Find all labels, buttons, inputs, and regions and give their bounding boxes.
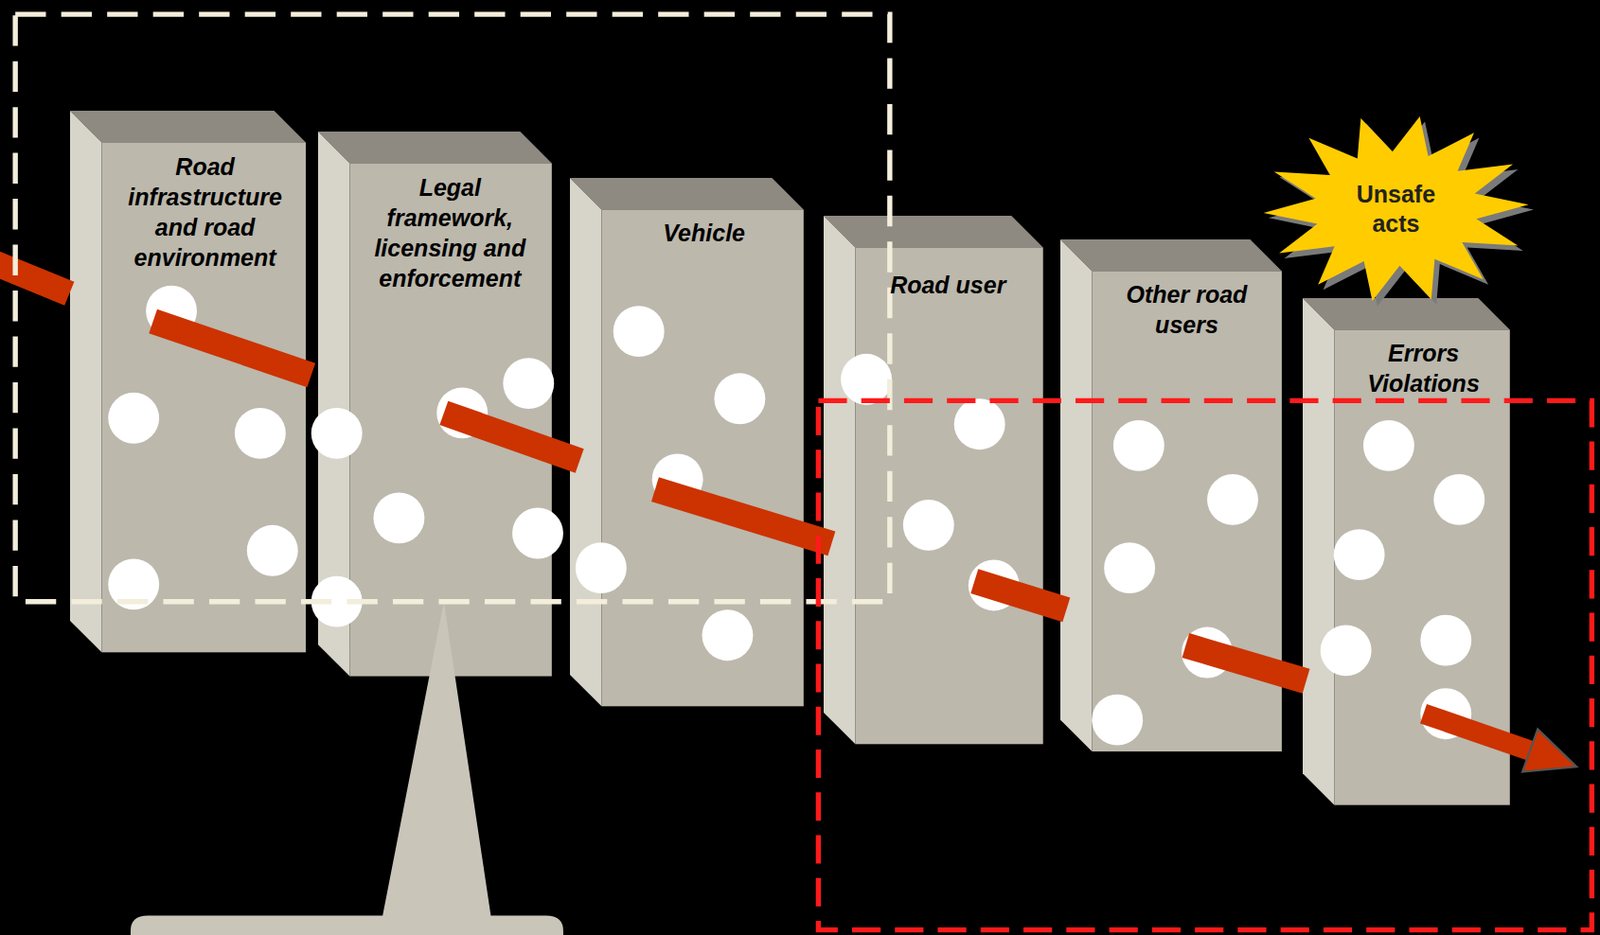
slice-top	[70, 110, 306, 143]
cheese-slice: Road user	[823, 215, 1044, 745]
slice-side	[569, 177, 602, 707]
trajectory-segment	[0, 263, 70, 294]
label-area: Legal framework, licensing and enforceme…	[364, 172, 535, 294]
slice-label: Legal framework, licensing and enforceme…	[364, 172, 535, 294]
label-area: Road user	[861, 269, 1035, 301]
starburst-fill	[1262, 116, 1529, 302]
slice-top	[823, 215, 1044, 248]
slice-face	[350, 162, 552, 676]
label-area: Errors Violations	[1351, 337, 1495, 399]
slice-side	[318, 131, 350, 677]
cheese-slice: Other road users	[1060, 239, 1282, 752]
cheese-slice: Legal framework, licensing and enforceme…	[318, 131, 552, 677]
slice-top	[569, 177, 804, 210]
slice-label: Road infrastructure and road environment	[110, 151, 300, 273]
label-area: Other road users	[1112, 279, 1261, 340]
slice-face	[602, 209, 804, 707]
burst-label: Unsafe acts	[1347, 179, 1444, 239]
starburst: Unsafe acts	[1257, 109, 1539, 310]
slice-shape	[569, 177, 804, 707]
slice-face	[1091, 271, 1281, 753]
slice-label: Vehicle	[617, 217, 791, 249]
slice-top	[318, 131, 552, 163]
slice-side	[1060, 239, 1092, 752]
slice-label: Road user	[861, 269, 1035, 301]
slice-top	[1060, 239, 1282, 271]
label-area: Unsafe acts	[1347, 179, 1444, 239]
label-area: Road infrastructure and road environment	[110, 151, 300, 273]
slice-side	[1302, 298, 1334, 806]
slice-side	[823, 215, 855, 745]
trajectory-arrowhead	[1522, 728, 1577, 772]
slice-label: Other road users	[1112, 279, 1261, 340]
label-area: Vehicle	[617, 217, 791, 249]
cheese-slice: Road infrastructure and road environment	[70, 110, 306, 653]
slice-top	[1302, 298, 1511, 330]
slice-face	[1334, 329, 1511, 805]
slice-face	[102, 142, 307, 654]
cheese-slice: Vehicle	[569, 177, 804, 707]
cheese-slice: Errors Violations	[1302, 298, 1511, 806]
slice-face	[854, 248, 1043, 746]
slice-side	[70, 110, 102, 653]
slice-label: Errors Violations	[1351, 337, 1495, 399]
